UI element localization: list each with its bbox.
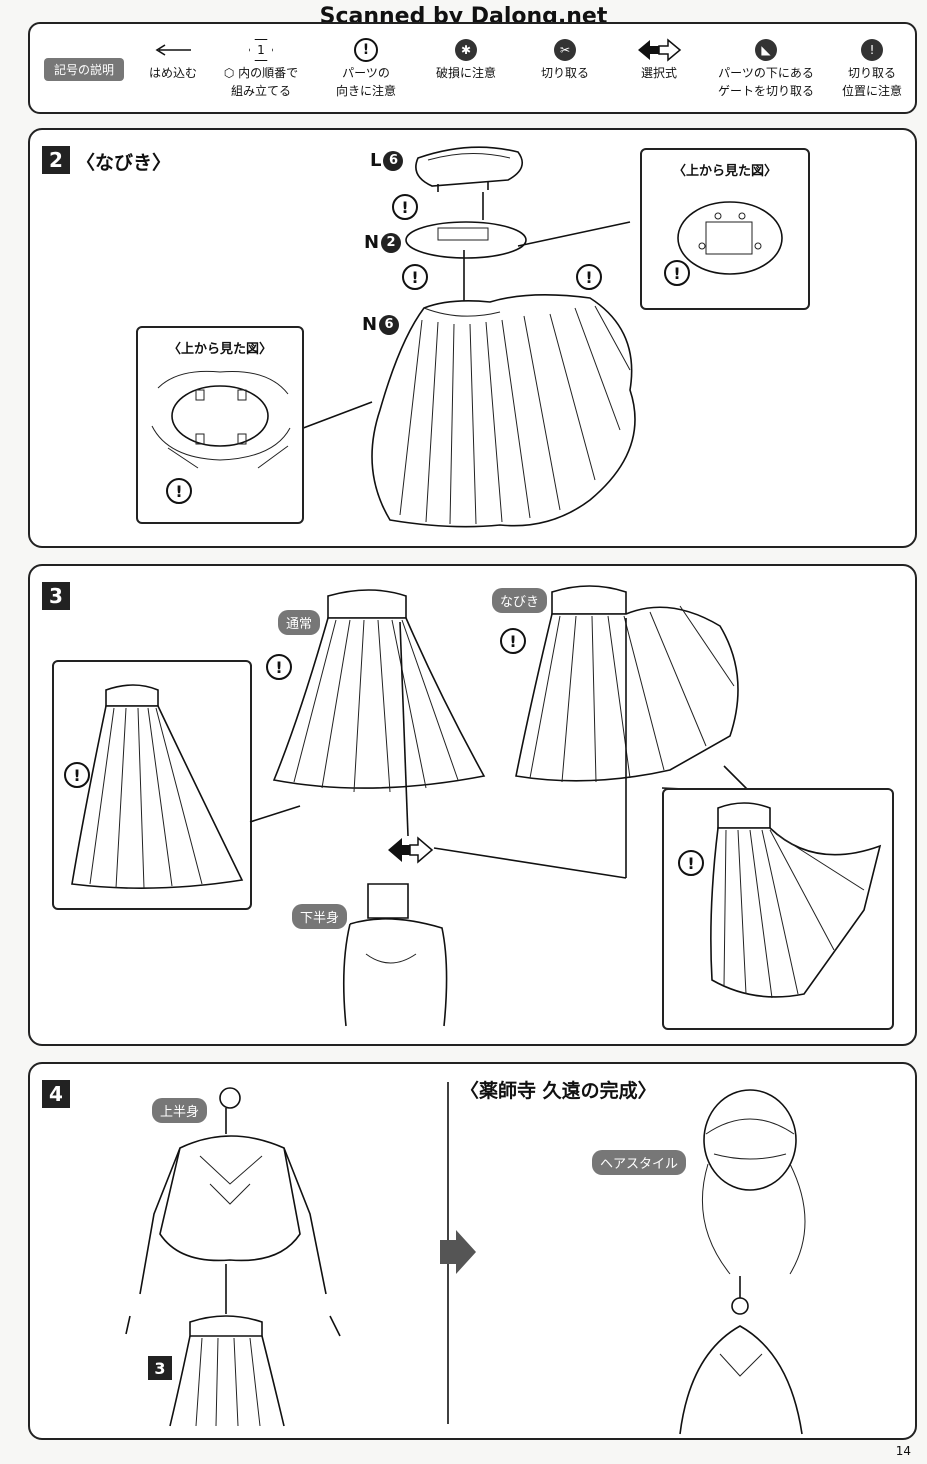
gate-cut-icon: ◣ [755,39,777,61]
step-3-panel: 3 通常 なびき 下半身 ! ! ! [28,564,917,1046]
legend-item-breakage: ✱ 破損に注意 [426,36,506,82]
tag-flutter: なびき [492,588,548,613]
skirt-assembly-illustration [297,146,636,528]
complete-title: 〈薬師寺 久遠の完成〉 [460,1080,657,1102]
legend-label: 切り取る 位置に注意 [841,66,902,98]
legend-title: 記号の説明 [44,58,125,81]
attention-icon: ! [402,264,428,290]
top-view-inset-n2: 〈上から見た図〉 ! [640,148,810,310]
legend-label: パーツの下にある ゲートを切り取る [717,66,814,98]
attention-icon: ! [266,654,292,680]
inset-caption: 〈上から見た図〉 [672,164,777,179]
skirt-options-illustration [249,585,753,1027]
legend-item-gate-cut: ◣ パーツの下にある ゲートを切り取る [708,36,824,100]
step-reference-3: 3 [148,1356,172,1380]
attention-icon: ! [354,38,378,62]
attention-icon: ! [166,478,192,504]
step-number: 2 [42,146,70,174]
cut-icon: ✂ [554,39,576,61]
tag-hairstyle: ヘアスタイル [592,1150,687,1175]
inset-caption: 〈上から見た図〉 [167,342,272,357]
cut-position-icon: ! [861,39,883,61]
symbol-legend: 記号の説明 はめ込む 1 ⬡ 内の順番で 組み立てる ! パーツの 向きに注意 … [28,22,917,114]
step-number: 3 [42,582,70,610]
side-view-inset-normal: ! [52,660,252,910]
legend-item-cut-position: ! 切り取る 位置に注意 [834,36,910,100]
side-view-inset-flutter: ! [662,788,894,1030]
legend-item-order: 1 ⬡ 内の順番で 組み立てる [216,36,306,100]
legend-label: 選択式 [640,66,677,80]
legend-item-choice: 選択式 [624,36,694,82]
hexagon-number-icon: 1 [249,39,273,61]
choice-arrow-icon [638,38,682,62]
step-title: 〈なびき〉 [76,152,172,174]
attention-icon: ! [500,628,526,654]
legend-item-press-fit: はめ込む [138,36,208,82]
legend-item-orientation: ! パーツの 向きに注意 [326,36,406,100]
legend-label: はめ込む [148,66,197,80]
step-4-panel: 4 上半身 〈薬師寺 久遠の完成〉 ヘアスタイル 3 [28,1062,917,1440]
final-assembly-illustration [125,1082,806,1435]
arrow-left-icon [155,44,191,56]
attention-icon: ! [678,850,704,876]
page-number: 14 [895,1444,911,1458]
attention-icon: ! [64,762,90,788]
attention-icon: ! [576,264,602,290]
legend-label: 切り取る [540,66,589,80]
tag-normal: 通常 [278,610,321,635]
attention-icon: ! [392,194,418,220]
tag-upper-body: 上半身 [152,1098,208,1123]
breakage-icon: ✱ [455,39,477,61]
tag-lower-body: 下半身 [292,904,348,929]
legend-label: パーツの 向きに注意 [335,66,396,98]
legend-label: 破損に注意 [435,66,496,80]
step-number: 4 [42,1080,70,1108]
attention-icon: ! [664,260,690,286]
legend-label: ⬡ 内の順番で 組み立てる [223,66,299,98]
top-view-inset-n6: 〈上から見た図〉 ! [136,326,304,524]
legend-item-cut: ✂ 切り取る [528,36,602,82]
